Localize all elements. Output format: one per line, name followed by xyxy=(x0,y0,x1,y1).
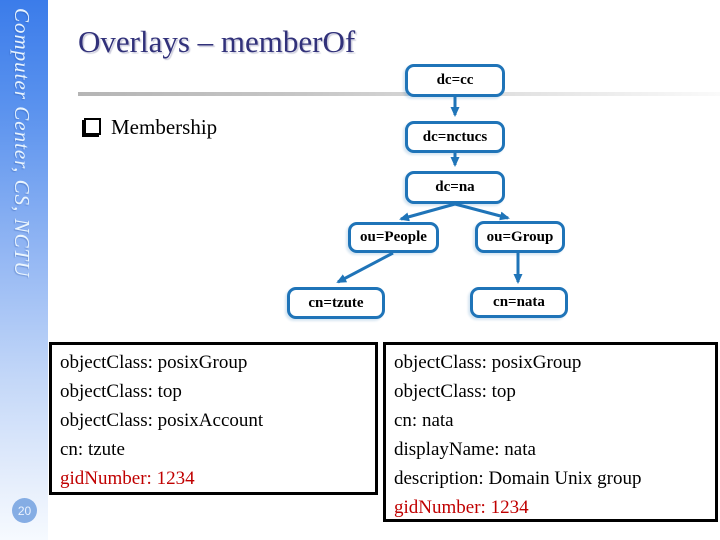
entry-line: objectClass: posixGroup xyxy=(60,352,248,373)
entry-line: cn: nata xyxy=(394,410,454,431)
tree-node-ou-people: ou=People xyxy=(348,222,439,253)
entry-line: description: Domain Unix group xyxy=(394,468,642,489)
ldap-entry-nata: objectClass: posixGroup objectClass: top… xyxy=(383,342,718,522)
page-number: 20 xyxy=(17,503,32,518)
entry-line: objectClass: top xyxy=(60,381,182,402)
entry-line: objectClass: posixAccount xyxy=(60,410,264,431)
bullet-item-membership: Membership xyxy=(82,115,217,140)
ldap-entry-tzute: objectClass: posixGroup objectClass: top… xyxy=(49,342,378,495)
entry-line-highlight: gidNumber: 1234 xyxy=(60,468,195,489)
sidebar: Computer Center, CS, NCTU xyxy=(0,0,48,540)
entry-line: displayName: nata xyxy=(394,439,536,460)
entry-line: objectClass: top xyxy=(394,381,516,402)
tree-node-dc-na: dc=na xyxy=(405,171,505,204)
page-title: Overlays – memberOf xyxy=(78,24,356,59)
tree-node-dc-nctucs: dc=nctucs xyxy=(405,121,505,153)
page-number-badge: 20 xyxy=(12,498,37,523)
bullet-label: Membership xyxy=(111,115,218,139)
tree-node-ou-group: ou=Group xyxy=(475,221,565,253)
tree-node-cn-nata: cn=nata xyxy=(470,287,568,318)
tree-node-cn-tzute: cn=tzute xyxy=(287,287,385,319)
square-bullet-icon xyxy=(84,118,101,135)
sidebar-text: Computer Center, CS, NCTU xyxy=(10,8,34,278)
entry-line-highlight: gidNumber: 1234 xyxy=(394,497,529,518)
title-divider xyxy=(78,92,720,96)
entry-line: cn: tzute xyxy=(60,439,125,460)
tree-node-dc-cc: dc=cc xyxy=(405,64,505,97)
entry-line: objectClass: posixGroup xyxy=(394,352,582,373)
